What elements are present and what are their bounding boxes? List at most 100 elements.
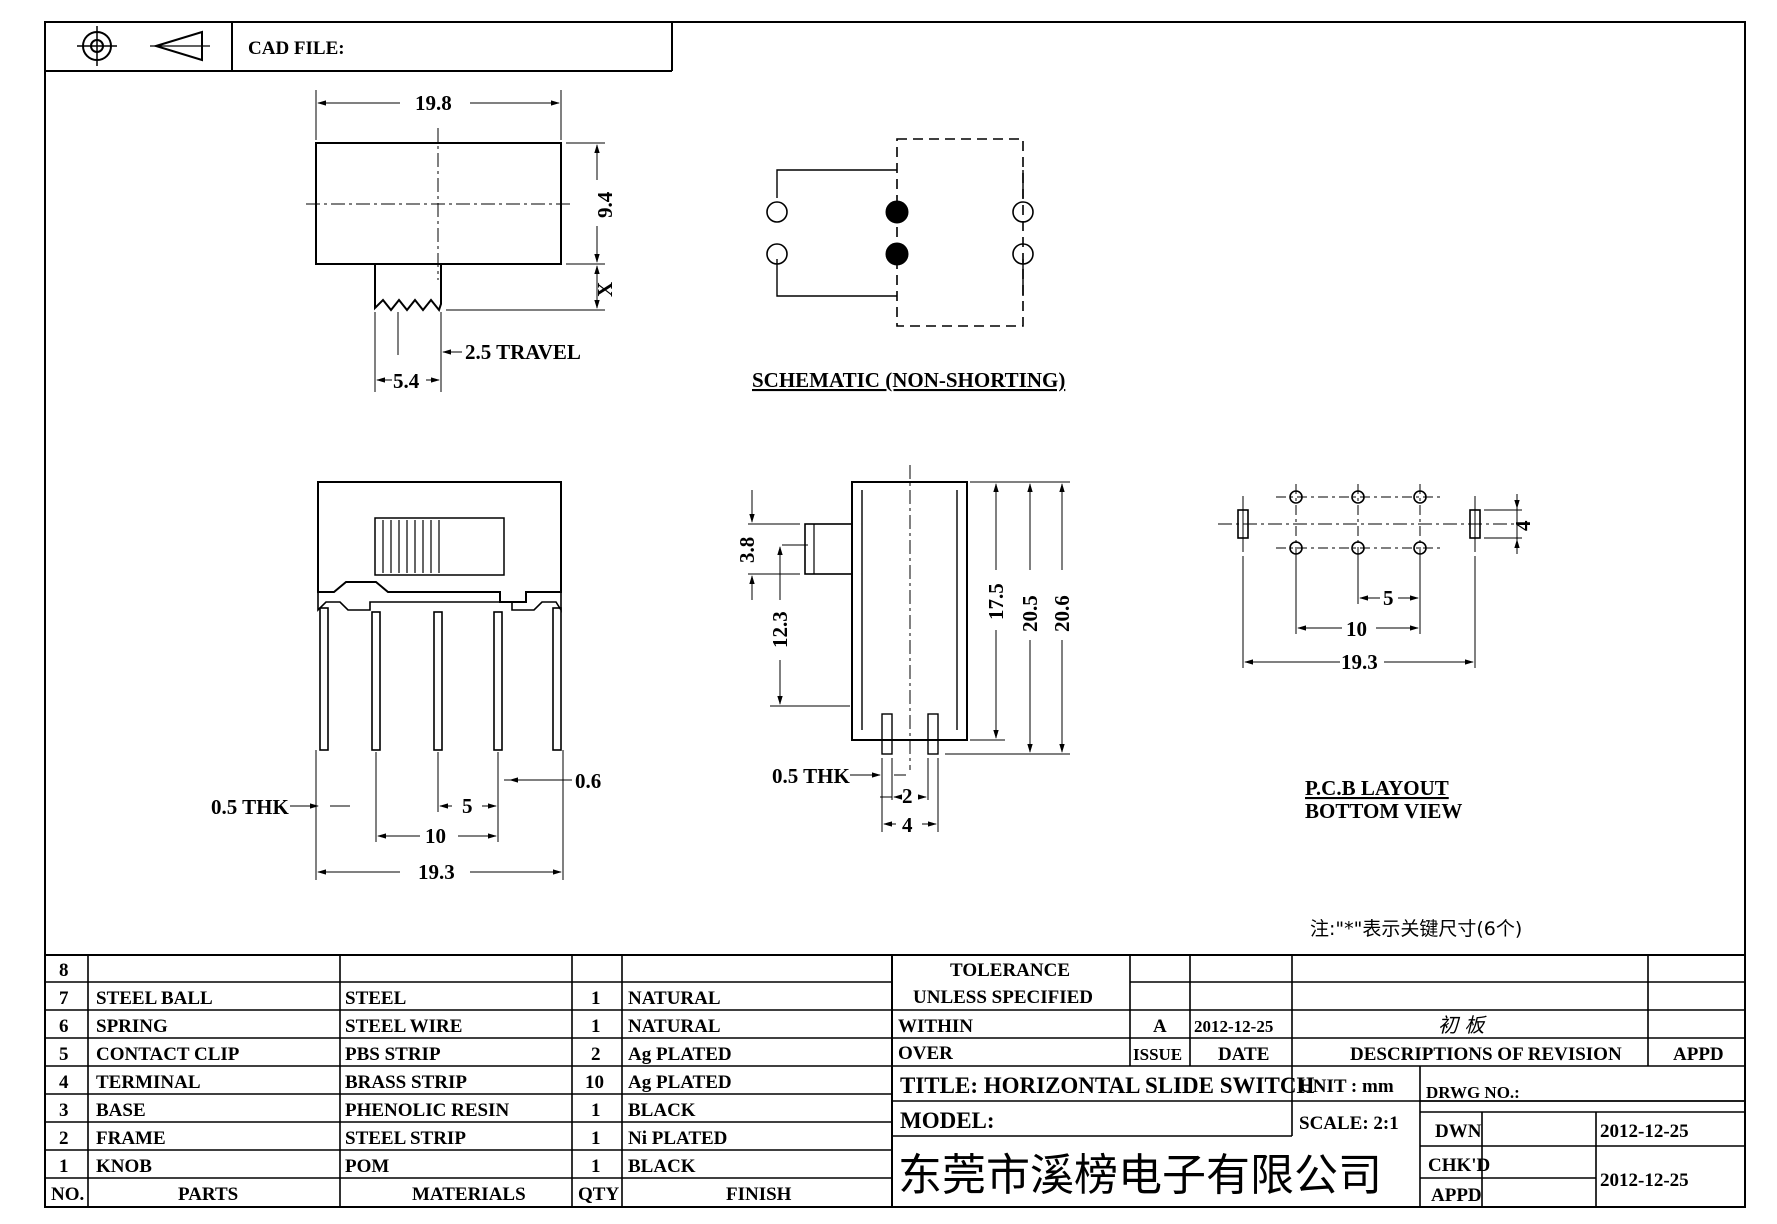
dwn-label: DWN bbox=[1435, 1121, 1482, 1142]
bom-header-finish: FINISH bbox=[726, 1184, 792, 1205]
issue-date-value: 2012-12-25 bbox=[1194, 1017, 1273, 1036]
pcb-hole bbox=[1413, 541, 1427, 555]
bom-row-no: 6 bbox=[59, 1016, 69, 1037]
dim-pcb-height: 4 bbox=[1511, 520, 1535, 531]
bom-row-qty: 1 bbox=[591, 1156, 601, 1177]
bom-row-material: STEEL WIRE bbox=[345, 1016, 462, 1037]
bom-row-no: 5 bbox=[59, 1044, 69, 1065]
bom-row-qty: 1 bbox=[591, 1128, 601, 1149]
dim-side-h4: 20.6 bbox=[1050, 595, 1074, 632]
title-block-grid bbox=[45, 954, 1745, 1207]
bom-header-materials: MATERIALS bbox=[412, 1184, 526, 1205]
bom-row-part: KNOB bbox=[96, 1156, 152, 1177]
bom-row-finish: Ag PLATED bbox=[628, 1072, 732, 1093]
bom-row-part: TERMINAL bbox=[96, 1072, 201, 1093]
bom-row-material: STEEL STRIP bbox=[345, 1128, 466, 1149]
dim-pcb-total: 19.3 bbox=[1341, 650, 1378, 674]
projection-cone-icon bbox=[150, 30, 210, 62]
appd-column-label: APPD bbox=[1673, 1044, 1724, 1065]
bottom-view-label: BOTTOM VIEW bbox=[1305, 799, 1462, 823]
dim-knob-width: 5.4 bbox=[393, 369, 420, 393]
model-label: MODEL: bbox=[900, 1108, 995, 1133]
issue-label: ISSUE bbox=[1133, 1045, 1182, 1064]
header-block: CAD FILE: bbox=[45, 22, 673, 72]
bom-row-finish: BLACK bbox=[628, 1156, 696, 1177]
descriptions-of-revision-label: DESCRIPTIONS OF REVISION bbox=[1350, 1044, 1622, 1065]
bom-row-qty: 2 bbox=[591, 1044, 601, 1065]
outer-border bbox=[44, 21, 1746, 1208]
chkd-label: CHK'D bbox=[1428, 1155, 1490, 1176]
unit-label: UNIT : mm bbox=[1299, 1076, 1394, 1097]
over-label: OVER bbox=[898, 1043, 953, 1064]
bom-row-no: 2 bbox=[59, 1128, 69, 1149]
dim-side-knob: 3.8 bbox=[735, 537, 759, 563]
pcb-hole bbox=[1289, 490, 1303, 504]
bom-row-material: POM bbox=[345, 1156, 389, 1177]
dim-pcb-span: 10 bbox=[1346, 617, 1367, 641]
pcb-hole bbox=[1351, 490, 1365, 504]
dim-side-thk: 0.5 THK bbox=[772, 764, 850, 788]
bom-row-qty: 1 bbox=[591, 1100, 601, 1121]
bom-row-material: STEEL bbox=[345, 988, 406, 1009]
bom-header-parts: PARTS bbox=[178, 1184, 238, 1205]
bom-row-no: 8 bbox=[59, 960, 69, 981]
date-label: DATE bbox=[1218, 1044, 1269, 1065]
bom-row-material: PHENOLIC RESIN bbox=[345, 1100, 509, 1121]
pcb-layout-label: P.C.B LAYOUT bbox=[1305, 776, 1449, 800]
bom-header-qty: QTY bbox=[578, 1184, 619, 1205]
bom-row-part: SPRING bbox=[96, 1016, 168, 1037]
schematic-terminal bbox=[1012, 243, 1034, 265]
dim-top-x: X bbox=[593, 282, 617, 297]
dim-side-total: 4 bbox=[902, 813, 913, 837]
bom-row-qty: 10 bbox=[585, 1072, 604, 1093]
dim-top-height: 9.4 bbox=[593, 191, 617, 218]
pcb-hole bbox=[1413, 490, 1427, 504]
unless-specified-label: UNLESS SPECIFIED bbox=[913, 987, 1093, 1008]
within-label: WITHIN bbox=[898, 1016, 973, 1037]
scale-label: SCALE: 2:1 bbox=[1299, 1113, 1399, 1134]
schematic-diagram bbox=[766, 138, 1034, 327]
issue-value: A bbox=[1153, 1016, 1167, 1037]
bom-row-finish: Ag PLATED bbox=[628, 1044, 732, 1065]
projection-circle-icon bbox=[77, 26, 117, 66]
bom-row-part: STEEL BALL bbox=[96, 988, 213, 1009]
bom-row-no: 3 bbox=[59, 1100, 69, 1121]
schematic-terminal bbox=[766, 243, 788, 265]
bom-row-material: PBS STRIP bbox=[345, 1044, 441, 1065]
dim-top-width: 19.8 bbox=[415, 91, 452, 115]
dim-pcb-pitch: 5 bbox=[1383, 586, 1394, 610]
bom-row-qty: 1 bbox=[591, 1016, 601, 1037]
top-view bbox=[306, 90, 605, 392]
pcb-hole bbox=[1351, 541, 1365, 555]
schematic-terminal bbox=[766, 201, 788, 223]
drawing-number-label: DRWG NO.: bbox=[1426, 1083, 1520, 1102]
bom-row-qty: 1 bbox=[591, 988, 601, 1009]
pcb-layout bbox=[1218, 484, 1528, 668]
dim-side-h1: 12.3 bbox=[768, 611, 792, 648]
bom-row-material: BRASS STRIP bbox=[345, 1072, 467, 1093]
schematic-terminal bbox=[1012, 201, 1034, 223]
company-name: 东莞市溪榜电子有限公司 bbox=[898, 1150, 1382, 1201]
bom-row-no: 1 bbox=[59, 1156, 69, 1177]
title-block-text: TOLERANCE UNLESS SPECIFIED WITHIN OVER A… bbox=[898, 960, 1724, 1206]
front-view bbox=[290, 481, 572, 880]
side-view bbox=[748, 465, 1070, 832]
bom-row-no: 4 bbox=[59, 1072, 69, 1093]
schematic-common-terminal bbox=[885, 200, 909, 224]
appd-label: APPD bbox=[1431, 1185, 1482, 1206]
dim-front-total: 19.3 bbox=[418, 860, 455, 884]
key-dimension-note: 注:"*"表示关键尺寸(6个) bbox=[1310, 918, 1522, 940]
cad-file-label: CAD FILE: bbox=[248, 38, 345, 59]
bom-row-finish: Ni PLATED bbox=[628, 1128, 727, 1149]
dim-side-pitch: 2 bbox=[902, 784, 913, 808]
revision-description: 初 板 bbox=[1438, 1013, 1487, 1037]
bom-header-no: NO. bbox=[51, 1184, 84, 1205]
dim-side-h2: 17.5 bbox=[984, 583, 1008, 620]
dim-front-thk: 0.5 THK bbox=[211, 795, 289, 819]
chk-date: 2012-12-25 bbox=[1600, 1170, 1689, 1191]
bom-table: 8 7 STEEL BALL STEEL 1 NATURAL 6 SPRING … bbox=[51, 960, 792, 1205]
schematic-common-terminal bbox=[885, 242, 909, 266]
bom-row-part: BASE bbox=[96, 1100, 146, 1121]
pcb-hole bbox=[1289, 541, 1303, 555]
